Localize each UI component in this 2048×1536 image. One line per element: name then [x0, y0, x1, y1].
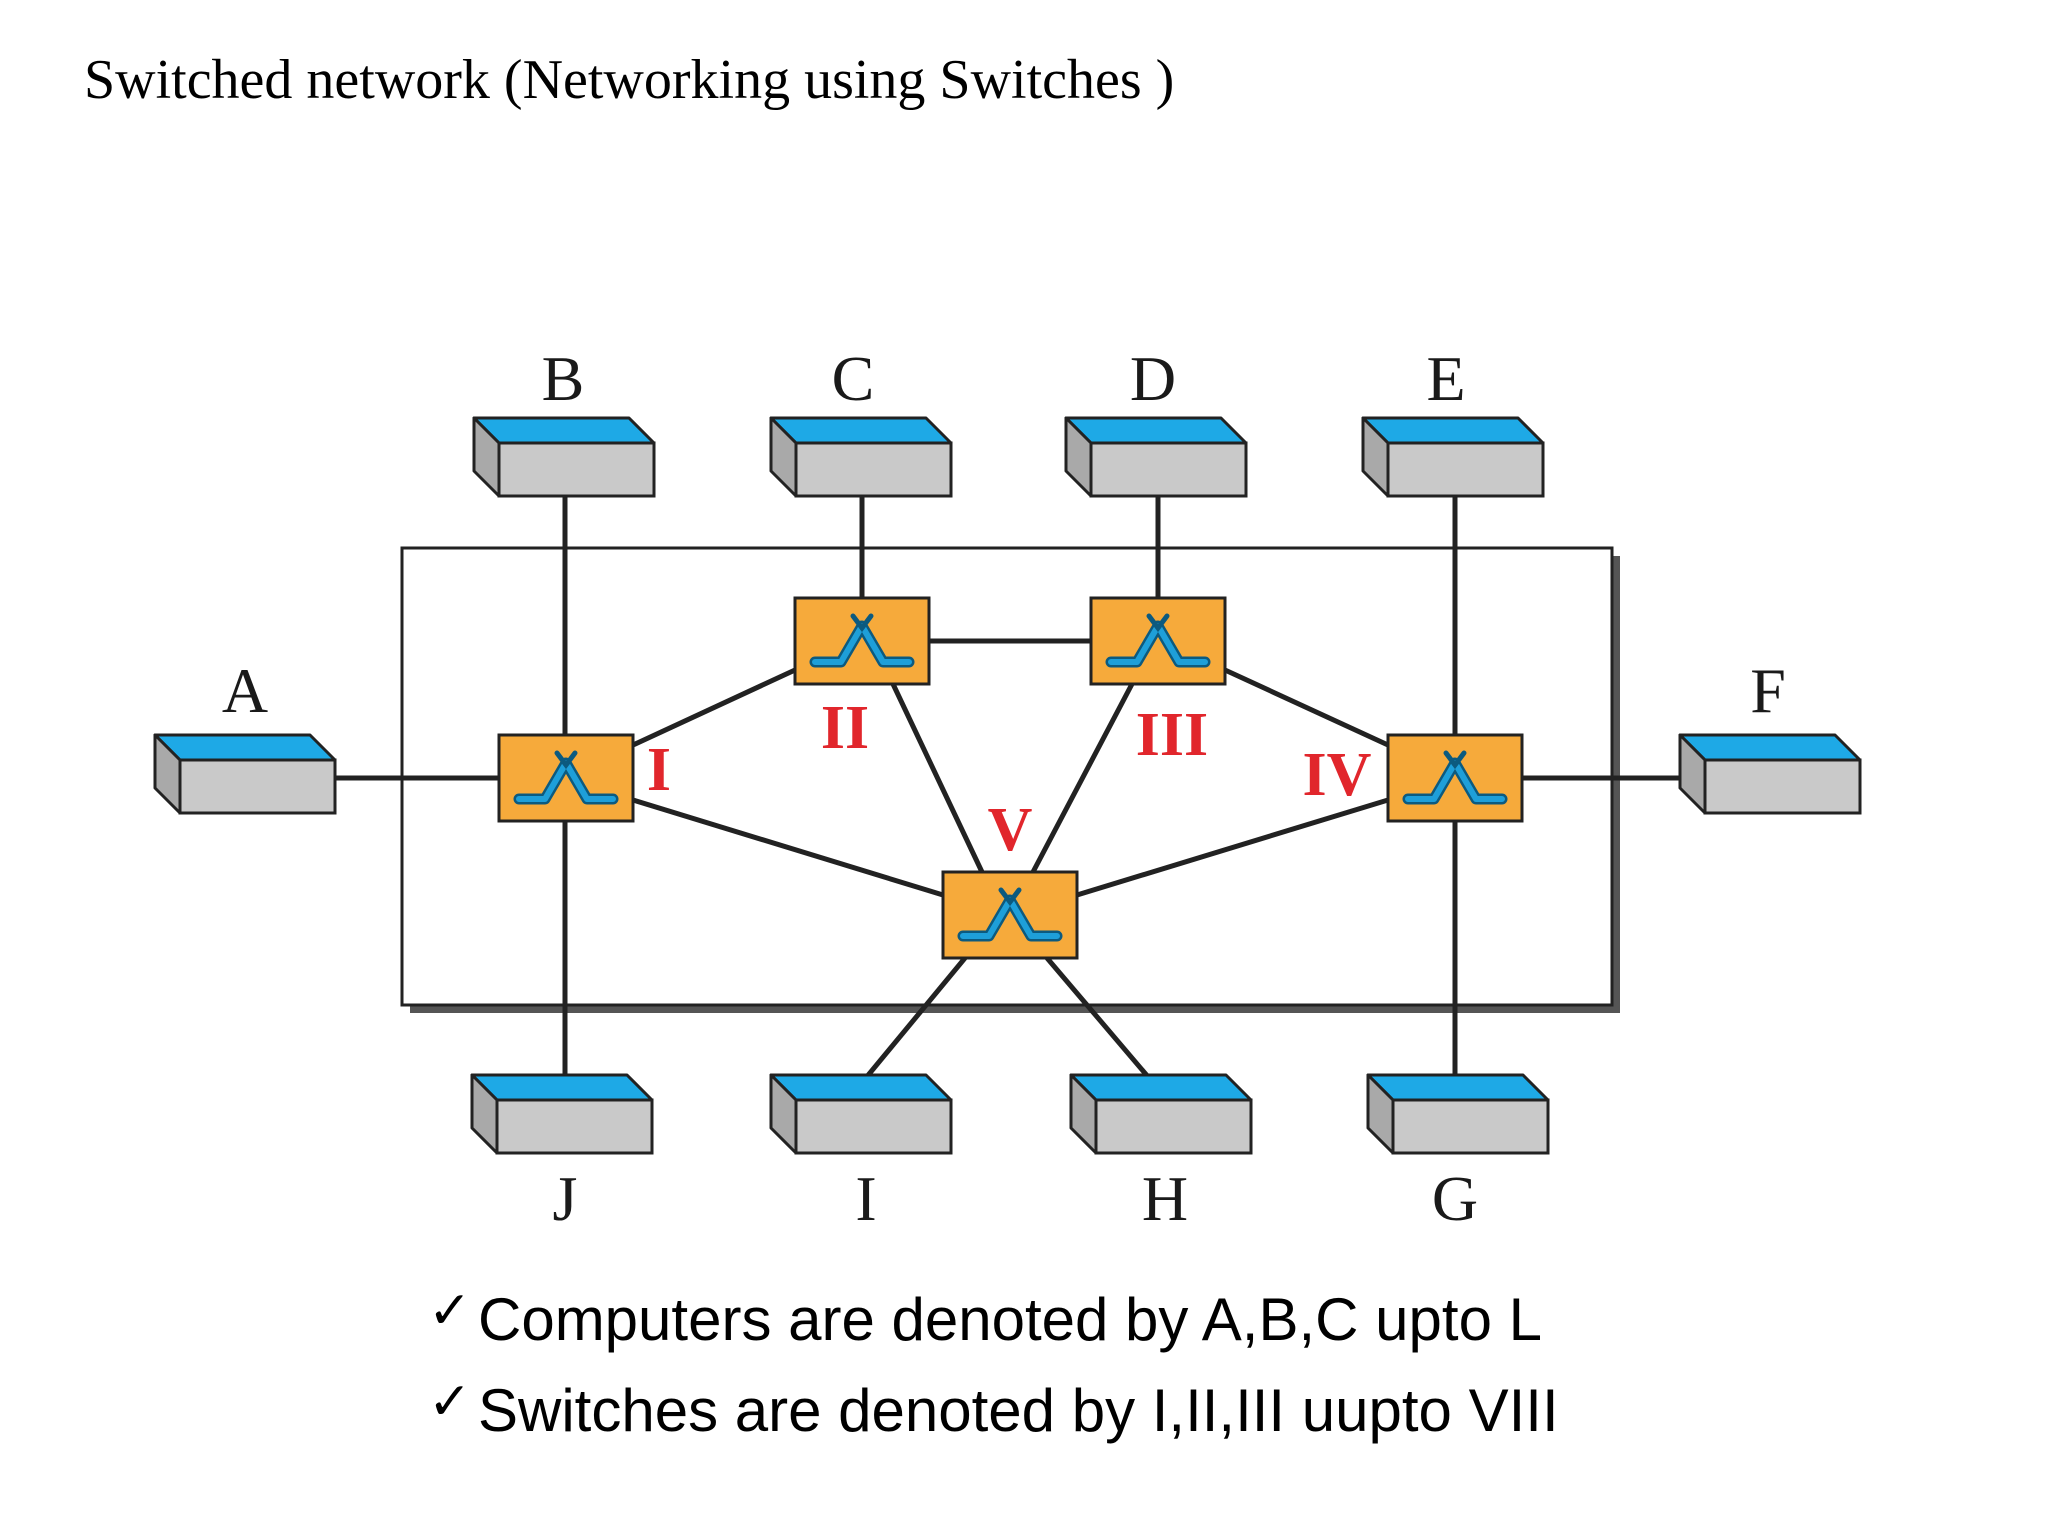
- switch-label-V: V: [988, 796, 1033, 864]
- computer-F: [1678, 733, 1862, 815]
- computer-H: [1069, 1073, 1253, 1155]
- computer-label-F: F: [1750, 655, 1786, 726]
- computer-label-G: G: [1432, 1163, 1478, 1234]
- page-title: Switched network (Networking using Switc…: [84, 49, 1175, 111]
- bullet-item-switches: ✓Switches are denoted by I,II,III uupto …: [428, 1361, 1559, 1452]
- link-switch-I-switch-V: [632, 797, 944, 898]
- computer-label-E: E: [1426, 343, 1465, 414]
- switch-III: [1091, 598, 1225, 684]
- computer-G: [1366, 1073, 1550, 1155]
- bullet-item-computers: ✓Computers are denoted by A,B,C upto L: [428, 1270, 1559, 1361]
- computer-label-A: A: [222, 655, 268, 726]
- computer-I: [769, 1073, 953, 1155]
- computer-label-D: D: [1130, 343, 1176, 414]
- link-switch-III-switch-V: [1030, 682, 1135, 874]
- link-switch-II-switch-V: [890, 682, 985, 874]
- checkmark-icon: ✓: [428, 1373, 472, 1431]
- computer-A: [153, 733, 337, 815]
- computer-D: [1064, 416, 1248, 498]
- computer-label-J: J: [553, 1163, 578, 1234]
- link-I-switch-V: [858, 956, 967, 1087]
- bullet-list: ✓Computers are denoted by A,B,C upto L ✓…: [428, 1270, 1559, 1452]
- computer-label-B: B: [542, 343, 585, 414]
- link-H-switch-V: [1045, 956, 1157, 1087]
- computer-label-H: H: [1142, 1163, 1188, 1234]
- switch-label-II: II: [821, 694, 869, 762]
- switch-IV: [1388, 735, 1522, 821]
- computer-label-C: C: [832, 343, 875, 414]
- switch-II: [795, 598, 929, 684]
- computer-B: [472, 416, 656, 498]
- bullet-text: Switches are denoted by I,II,III uupto V…: [478, 1377, 1559, 1444]
- link-switch-I-switch-II: [631, 667, 797, 748]
- switch-label-III: III: [1136, 701, 1208, 769]
- switch-V: [943, 872, 1077, 958]
- computer-J: [470, 1073, 654, 1155]
- bullet-text: Computers are denoted by A,B,C upto L: [478, 1286, 1542, 1353]
- links: [330, 493, 1700, 1087]
- link-switch-IV-switch-V: [1076, 797, 1389, 898]
- computer-C: [769, 416, 953, 498]
- computer-E: [1361, 416, 1545, 498]
- link-switch-III-switch-IV: [1223, 667, 1390, 748]
- switch-label-I: I: [647, 736, 671, 804]
- switch-I: [499, 735, 633, 821]
- switch-label-IV: IV: [1303, 741, 1372, 809]
- computer-label-I: I: [855, 1163, 876, 1234]
- checkmark-icon: ✓: [428, 1282, 472, 1340]
